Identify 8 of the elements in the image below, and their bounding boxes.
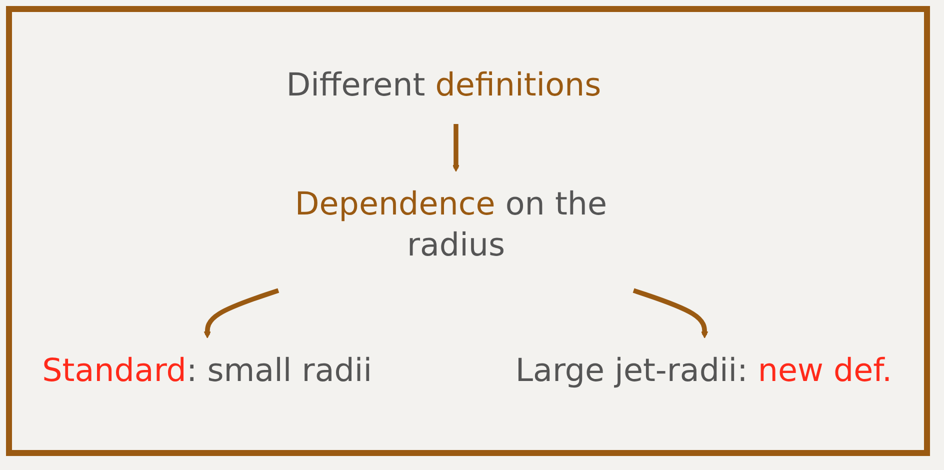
node-text: Different definitions [286, 66, 602, 104]
node-text: Large jet-radii: new def. [515, 352, 892, 389]
arrow [632, 288, 708, 338]
arrow [204, 288, 280, 338]
frame-border: Different definitions Dependence on the radius Standard: small radii Large jet-radii: new def. [6, 6, 930, 456]
node-text: Dependence on the radius [294, 186, 608, 264]
node-text: Standard: small radii [42, 352, 372, 389]
arrow [452, 124, 460, 172]
